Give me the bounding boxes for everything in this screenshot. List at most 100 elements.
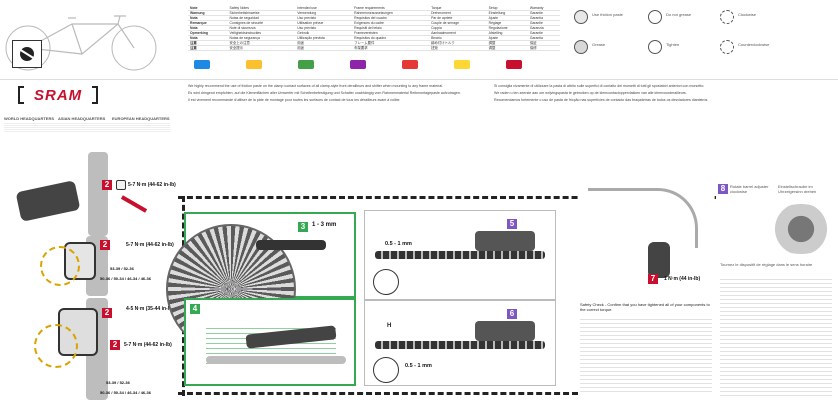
chain-top xyxy=(375,251,545,259)
dashed-connector-bottom xyxy=(178,392,578,395)
hq-world: WORLD HEADQUARTERS xyxy=(4,116,54,121)
step-3-gap: 1 - 3 mm xyxy=(312,222,337,228)
step-8-text-lines xyxy=(720,276,832,396)
clockwise-icon xyxy=(720,10,734,24)
safety-panel: Safety Check - Confirm that you have tig… xyxy=(578,300,714,396)
step-2d-torque: 5-7 N·m (44-62 in-lb) xyxy=(124,342,172,348)
small-circle-inset-2 xyxy=(373,357,399,383)
chain-bottom xyxy=(375,341,545,349)
warning-text-column-2: Si consiglia vivamente di utilizzare la … xyxy=(494,84,794,164)
table-cell: Veiligheidsinstructies xyxy=(227,30,296,36)
grease-icon xyxy=(574,40,588,54)
tighten-icon xyxy=(648,40,662,54)
step-2d-badge: 2 xyxy=(110,340,120,350)
table-cell: Regolazione xyxy=(486,25,528,31)
warning-fr: Il est vivement recommandé d'utiliser de… xyxy=(188,98,401,102)
table-row: 注意安全上の注意用途フレーム要件締め付けトルク調整保証 xyxy=(188,40,560,46)
table-cell: Utilisation prévue xyxy=(295,20,353,26)
table-cell: Warnung xyxy=(188,10,228,16)
table-cell: 用途 xyxy=(295,45,353,51)
barrel-instruction-de: Einstellschraube im Uhrzeigersinn drehen xyxy=(778,184,817,194)
front-derailleur-image xyxy=(15,180,81,222)
color-swatch xyxy=(246,60,262,69)
step-5-gap: 0.5 - 1 mm xyxy=(385,241,412,247)
table-cell: Drehmoment xyxy=(429,10,487,16)
bike-detail-box xyxy=(12,40,42,68)
torque-wrench-icon xyxy=(116,180,126,190)
brand-wordmark: SRAM xyxy=(34,87,83,104)
table-cell: Utilização prevista xyxy=(295,35,353,41)
table-cell: Garantía xyxy=(527,15,560,21)
warning-it: Si consiglia vivamente di utilizzare la … xyxy=(494,84,705,88)
chainring-outline-left xyxy=(40,246,80,286)
table-cell: Garanzia xyxy=(527,25,560,31)
step-2a-torque: 5-7 N·m (44-62 in-lb) xyxy=(128,182,176,188)
table-cell: Rahmenvoraussetzungen xyxy=(352,10,430,16)
step-5-badge: 5 xyxy=(507,219,517,229)
table-cell: 用途 xyxy=(295,40,353,46)
warning-text-column-1: We highly recommend the use of friction … xyxy=(188,84,478,164)
color-swatch xyxy=(454,60,470,69)
color-swatch xyxy=(402,60,418,69)
warning-de: Es wird dringend empfohlen, auf die Klem… xyxy=(188,91,461,95)
chainring-outline-bottom xyxy=(34,324,78,368)
table-cell: Ajuste xyxy=(486,15,528,21)
step-2-panel-top: 2 5-7 N·m (44-62 in-lb) xyxy=(0,146,178,236)
table-cell: Verwendung xyxy=(295,10,353,16)
color-swatch-row xyxy=(190,58,550,72)
barrel-adjuster xyxy=(648,242,670,278)
small-circle-inset xyxy=(373,269,399,295)
no-grease-icon xyxy=(648,10,662,24)
hq-europe: EUROPEAN HEADQUARTERS xyxy=(112,116,170,121)
table-cell: Uso previsto xyxy=(295,25,353,31)
step-5-panel: 5 0.5 - 1 mm xyxy=(364,210,556,300)
table-cell: Intended use xyxy=(295,6,353,11)
table-cell: Ajuste xyxy=(486,35,528,41)
table-cell: 扭矩 xyxy=(429,45,487,51)
color-swatch xyxy=(506,60,522,69)
table-cell: Afstelling xyxy=(486,30,528,36)
table-cell: Garantie xyxy=(527,30,560,36)
color-swatch xyxy=(194,60,210,69)
step-2b-torque: 5-7 N·m (44-62 in-lb) xyxy=(126,242,174,248)
derailleur-cage-bottom xyxy=(475,321,535,341)
step-8-badge: 8 xyxy=(718,184,728,194)
barrel-instruction-fr: Tournez le dispositif de réglage dans le… xyxy=(720,262,813,267)
chainring-spec-d: 50-36 / 50-34 / 46-34 / 46-36 xyxy=(100,390,151,395)
table-cell: 注意 xyxy=(188,45,228,51)
table-cell: 締め付けトルク xyxy=(429,40,487,46)
table-cell: Garantie xyxy=(527,20,560,26)
chainring-spec-a: 53-39 / 52-36 xyxy=(110,266,134,271)
table-cell: Note di sicurezza xyxy=(227,25,296,31)
table-cell: Requisiti del telaio xyxy=(352,25,430,31)
step-7-badge: 7 xyxy=(648,274,658,284)
table-cell: Par de apriete xyxy=(429,15,487,21)
table-cell: Exigences du cadre xyxy=(352,20,430,26)
icon-label-grease: Grease xyxy=(592,42,606,47)
table-cell: Remarque xyxy=(188,20,228,26)
table-cell: Note xyxy=(188,6,228,11)
table-cell: Garantie xyxy=(527,10,560,16)
table-cell: Notas de seguridad xyxy=(227,15,296,21)
table-cell: Safety Notes xyxy=(227,6,296,11)
crank-arm xyxy=(206,356,346,364)
table-cell: Sicherheitshinweise xyxy=(227,10,296,16)
table-cell: Einstellung xyxy=(486,10,528,16)
step-6-h-label: H xyxy=(387,323,392,329)
table-cell: 調整 xyxy=(486,40,528,46)
step-6-gap: 0.5 - 1 mm xyxy=(405,363,432,369)
logo-bracket-right xyxy=(92,86,98,104)
table-cell: Gebruik xyxy=(295,30,353,36)
step-2b-badge: 2 xyxy=(100,240,110,250)
safety-check-text: Safety Check - Confirm that you have tig… xyxy=(580,302,710,312)
step-2a-badge: 2 xyxy=(102,180,112,190)
safety-text-lines xyxy=(580,316,712,394)
icon-label-friction: Use friction paste xyxy=(592,12,623,17)
hq-lines xyxy=(4,122,170,132)
warning-en: We highly recommend the use of friction … xyxy=(188,84,444,88)
warning-nl: We raden u ten zeerste aan om wrijvingsp… xyxy=(494,91,687,95)
